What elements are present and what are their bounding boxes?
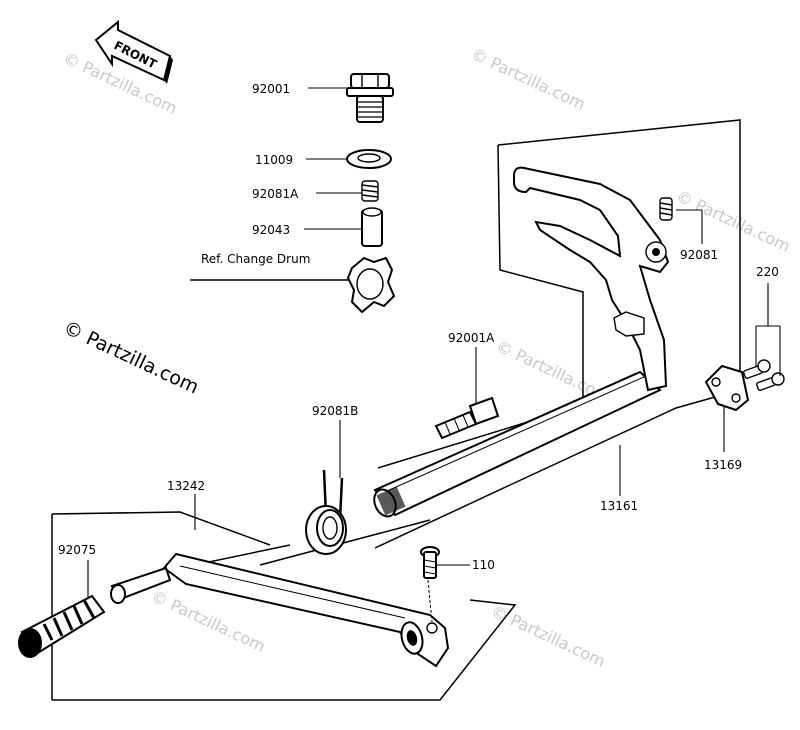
plug-bolt-92001 <box>346 73 394 123</box>
change-drum-star <box>346 256 396 314</box>
watermark-text: © Partzilla.com <box>488 601 608 670</box>
watermark-main-text: © Partzilla.com <box>60 317 202 399</box>
watermark-text: © Partzilla.com <box>468 44 588 113</box>
stopper-plate-13169 <box>704 364 750 412</box>
label-220: 220 <box>756 265 779 279</box>
foot-peg-shaft <box>110 566 172 604</box>
shift-arm-plate <box>513 166 670 392</box>
label-92043: 92043 <box>252 223 290 237</box>
gasket-11009 <box>346 149 392 169</box>
spring-92081A <box>361 180 379 202</box>
spring-92081 <box>659 197 673 221</box>
watermark-text: © Partzilla.com <box>673 186 793 255</box>
label-13242: 13242 <box>167 479 205 493</box>
bolt-92001A <box>434 396 500 440</box>
shift-pedal-13242 <box>162 552 450 668</box>
label-110: 110 <box>472 558 495 572</box>
label-92001: 92001 <box>252 82 290 96</box>
assembly-outline <box>51 119 741 701</box>
label-92075: 92075 <box>58 543 96 557</box>
return-spring-92081B <box>305 469 347 555</box>
label-11009: 11009 <box>255 153 293 167</box>
label-92001A: 92001A <box>448 331 495 345</box>
bolts-220 <box>743 359 785 391</box>
leader-lines <box>87 87 781 598</box>
shift-shaft-13161 <box>373 370 662 518</box>
label-92081A: 92081A <box>252 187 299 201</box>
callout-labels: 92001 11009 92081A 92043 Ref. Change Dru… <box>58 82 779 572</box>
label-ref-change-drum: Ref. Change Drum <box>201 252 310 266</box>
label-92081B: 92081B <box>312 404 358 418</box>
label-92081: 92081 <box>680 248 718 262</box>
bolt-110 <box>420 546 440 579</box>
pin-92043 <box>361 207 383 247</box>
label-13161: 13161 <box>600 499 638 513</box>
foot-rubber-92075 <box>18 594 106 658</box>
label-13169: 13169 <box>704 458 742 472</box>
